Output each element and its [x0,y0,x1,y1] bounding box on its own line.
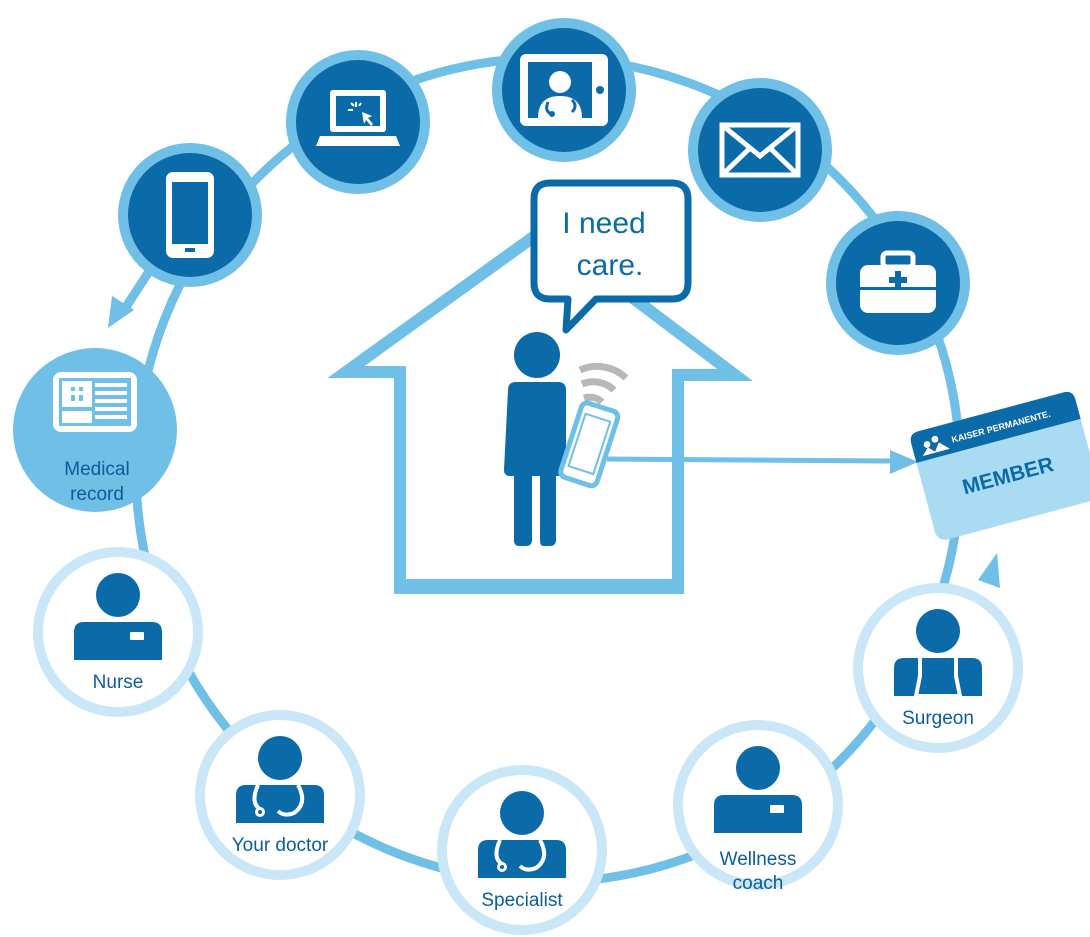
speech-bubble: I need care. [530,179,692,334]
speech-line-1: I need [562,207,645,240]
channel-node[interactable] [826,211,970,355]
kaiser-logo-icon [922,435,950,456]
medical-kit-icon [860,250,936,313]
speech-line-2: care. [577,249,644,282]
channel-node[interactable] [286,50,430,194]
laptop-icon [316,90,400,146]
arrow-to-medical-record [108,267,154,328]
wifi-signal-icon [578,362,629,381]
patient-figure [504,332,629,546]
medical-record-label-2: record [70,484,124,505]
arrow-person-to-card [606,450,918,474]
phone-icon [166,172,214,258]
specialist-icon [478,791,566,878]
care-team-label: Specialist [481,890,563,911]
channel-node[interactable] [492,18,636,162]
care-team-label: Surgeon [902,708,974,729]
care-team-node[interactable]: Wellness coach [673,720,843,894]
care-team-node[interactable]: Nurse [33,547,203,717]
wellness-coach-icon [714,746,802,833]
medical-record-label-1: Medical [64,459,129,480]
medical-record-node[interactable]: Medical record [13,348,177,512]
channel-node[interactable] [118,143,262,287]
doctor-icon [236,736,324,823]
surgeon-icon [894,609,982,698]
arrow-to-member-card [978,553,1000,588]
nurse-icon [74,573,162,660]
care-team-node[interactable]: Surgeon [853,583,1023,753]
care-team-label: Nurse [93,672,144,693]
smartphone-icon [558,400,621,489]
medical-record-icon [53,372,137,432]
care-team-node[interactable]: Your doctor [195,710,365,880]
member-card: KAISER PERMANENTE. MEMBER [910,391,1090,540]
email-icon [719,122,801,178]
care-team-label: coach [733,873,784,894]
care-team-node[interactable]: Specialist [437,765,607,935]
care-team-label: Your doctor [232,835,329,856]
video-visit-icon [520,54,608,126]
care-team-label: Wellness [720,849,797,870]
channel-node[interactable] [688,78,832,222]
